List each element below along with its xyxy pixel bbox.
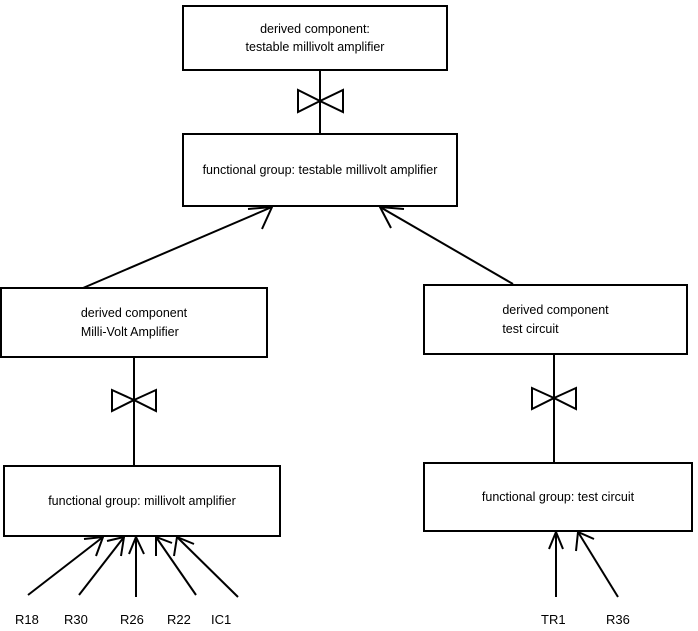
node-label: functional group: testable millivolt amp… [202, 162, 438, 177]
arrow-r18-to-millivolt-fg [27, 535, 105, 596]
node-label: derived component: testable millivolt am… [245, 21, 385, 54]
leaf-label-r30: R30 [64, 612, 88, 627]
leaf-label-r18: R18 [15, 612, 39, 627]
node-label: derived component test circuit [502, 303, 609, 336]
node-derived-test-circuit[interactable]: derived component test circuit [423, 284, 688, 355]
node-label: functional group: test circuit [481, 489, 635, 504]
node-functional-group-millivolt-amplifier[interactable]: functional group: millivolt amplifier [3, 465, 281, 537]
node-label: functional group: millivolt amplifier [48, 493, 236, 508]
arrow-r26-to-millivolt-fg [128, 534, 145, 597]
arrow-r22-to-millivolt-fg [155, 535, 197, 596]
arrow-tr1-to-test-circuit-fg [548, 529, 564, 597]
leaf-label-r22: R22 [167, 612, 191, 627]
node-functional-group-testable-millivolt-amplifier[interactable]: functional group: testable millivolt amp… [182, 133, 458, 207]
arrow-r36-to-test-circuit-fg [575, 530, 619, 598]
connector-bowtie-right [531, 355, 577, 462]
node-label: derived component Milli-Volt Amplifier [80, 306, 188, 339]
connector-bowtie-top [297, 71, 344, 133]
node-derived-milli-volt-amplifier[interactable]: derived component Milli-Volt Amplifier [0, 287, 268, 358]
arrow-milli-volt-amplifier-to-testable-fg [82, 205, 274, 289]
leaf-label-r36: R36 [606, 612, 630, 627]
arrow-test-circuit-to-testable-fg [378, 205, 514, 285]
leaf-label-r26: R26 [120, 612, 144, 627]
arrow-ic1-to-millivolt-fg [173, 535, 239, 598]
node-derived-testable-millivolt-amplifier[interactable]: derived component: testable millivolt am… [182, 5, 448, 71]
node-functional-group-test-circuit[interactable]: functional group: test circuit [423, 462, 693, 532]
leaf-label-tr1: TR1 [541, 612, 566, 627]
connector-bowtie-left [111, 358, 157, 465]
arrow-r30-to-millivolt-fg [78, 535, 126, 596]
leaf-label-ic1: IC1 [211, 612, 232, 627]
